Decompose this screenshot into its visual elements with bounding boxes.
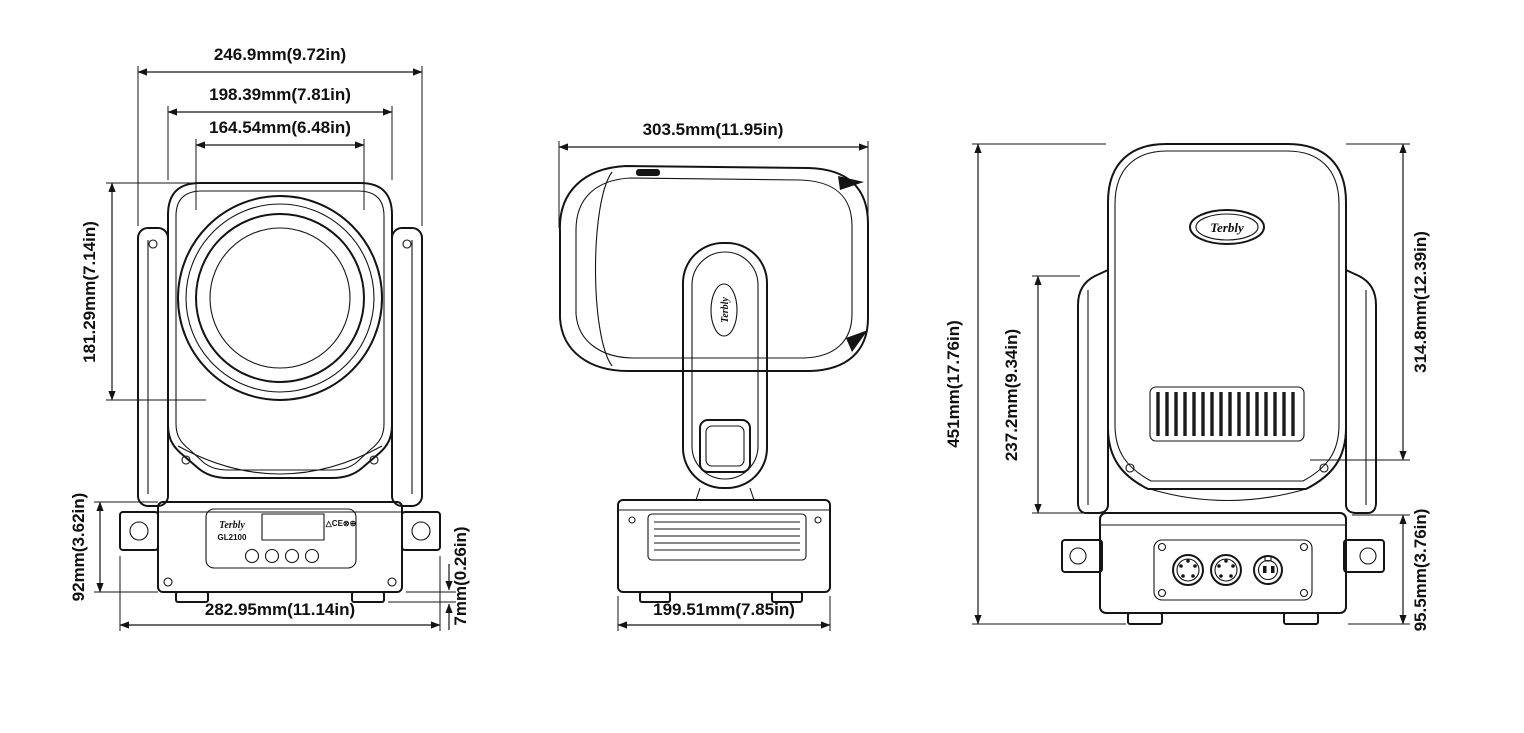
side-head <box>558 165 869 372</box>
front-brand-logo: Terbly <box>219 520 245 531</box>
dim-front-outer-width: 246.9mm(9.72in) <box>137 45 423 226</box>
rear-brand-badge: Terbly <box>1189 209 1265 245</box>
front-head <box>167 182 393 479</box>
rear-head: Terbly <box>1107 143 1347 501</box>
dim-label-rear-head-height: 314.8mm(12.39in) <box>1411 231 1430 373</box>
side-yoke-arm: Terbly <box>682 242 768 501</box>
dim-front-foot-height: 7mm(0.26in) <box>388 526 470 630</box>
dim-label-rear-base-height: 95.5mm(3.76in) <box>1411 509 1430 632</box>
rear-base <box>1061 512 1385 625</box>
dim-front-base-width: 282.95mm(11.14in) <box>119 556 441 631</box>
dim-label-side-base-depth: 199.51mm(7.85in) <box>653 600 795 619</box>
dim-front-base-height: 92mm(3.62in) <box>69 493 158 602</box>
dim-label-side-depth: 303.5mm(11.95in) <box>643 120 784 139</box>
front-certification-marks: △CE⊗⊕ <box>325 519 357 528</box>
rear-brand-logo: Terbly <box>1210 220 1244 235</box>
side-foot-right <box>771 591 803 603</box>
side-handle-cutout[interactable] <box>699 419 751 473</box>
dim-rear-head-height: 314.8mm(12.39in) <box>1310 143 1430 461</box>
dim-label-rear-yoke-height: 237.2mm(9.34in) <box>1002 329 1021 461</box>
front-lens <box>177 195 383 401</box>
dim-label-front-base-height: 92mm(3.62in) <box>69 493 88 602</box>
front-mount-bracket-left <box>119 511 159 551</box>
front-mount-bracket-right <box>401 511 441 551</box>
dim-rear-yoke-height: 237.2mm(9.34in) <box>1002 275 1102 514</box>
rear-mount-bracket-left <box>1061 539 1103 573</box>
dim-label-rear-total-height: 451mm(17.76in) <box>944 320 963 448</box>
dim-label-front-base-width: 282.95mm(11.14in) <box>205 600 355 619</box>
dim-label-front-head-height: 181.29mm(7.14in) <box>80 221 99 363</box>
front-model-label: GL2100 <box>218 533 247 542</box>
dim-label-front-outer-width: 246.9mm(9.72in) <box>214 45 346 64</box>
xlr-connector-female[interactable] <box>1172 554 1204 586</box>
rear-vent-grill <box>1149 386 1305 442</box>
side-view: Terbly 303.5mm(11.95in) <box>558 120 869 631</box>
front-yoke-arms <box>137 227 423 507</box>
rear-view: Terbly <box>944 143 1430 632</box>
dim-front-lens-width: 164.54mm(6.48in) <box>195 118 365 210</box>
side-brand-logo: Terbly <box>720 297 731 323</box>
dim-rear-total-height: 451mm(17.76in) <box>944 143 1126 625</box>
front-view: Terbly GL2100 △CE⊗⊕ <box>69 45 470 631</box>
front-foot-right <box>351 591 385 603</box>
rear-yoke-arms <box>1077 269 1377 514</box>
rear-mount-bracket-right <box>1343 539 1385 573</box>
front-display-panel: Terbly GL2100 △CE⊗⊕ <box>205 508 357 569</box>
rear-connector-panel <box>1153 539 1313 601</box>
dim-label-front-foot-height: 7mm(0.26in) <box>451 526 470 625</box>
rear-foot-left <box>1127 612 1163 625</box>
power-connector[interactable] <box>1253 555 1283 585</box>
rear-foot-right <box>1283 612 1319 625</box>
front-base: Terbly GL2100 △CE⊗⊕ <box>119 501 441 603</box>
side-foot-left <box>639 591 671 603</box>
dim-rear-base-height: 95.5mm(3.76in) <box>1348 509 1430 632</box>
front-foot-left <box>175 591 209 603</box>
side-base <box>617 499 831 603</box>
dim-label-front-lens-width: 164.54mm(6.48in) <box>209 118 351 137</box>
dim-front-head-height: 181.29mm(7.14in) <box>80 182 206 401</box>
xlr-connector-male[interactable] <box>1210 554 1242 586</box>
dim-front-mid-width: 198.39mm(7.81in) <box>167 85 393 180</box>
dim-side-base-depth: 199.51mm(7.85in) <box>617 596 831 631</box>
front-menu-buttons[interactable] <box>244 548 320 564</box>
dim-side-depth: 303.5mm(11.95in) <box>558 120 869 228</box>
dim-label-front-mid-width: 198.39mm(7.81in) <box>209 85 351 104</box>
